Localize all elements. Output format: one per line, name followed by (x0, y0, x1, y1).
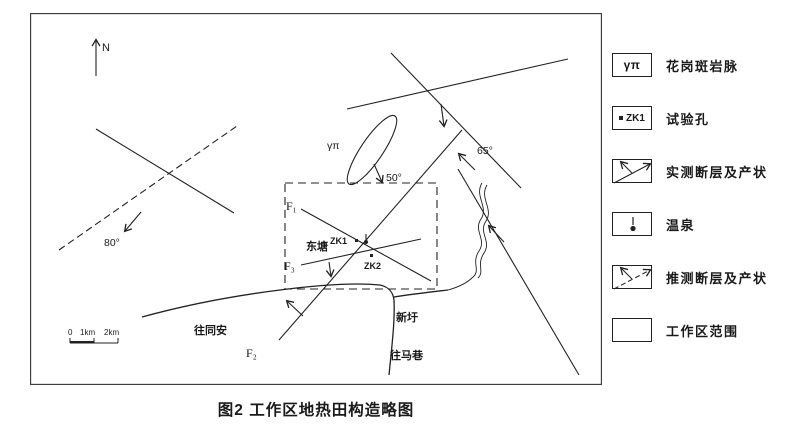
legend-item-hot-spring: 温泉 (612, 212, 808, 236)
legend: γπ 花岗斑岩脉 ZK1 试验孔 实测断层及产状 (612, 53, 808, 371)
xinxu-label: 新圩 (396, 310, 418, 324)
test-borehole-symbol: ZK1 (612, 106, 652, 130)
dip-arrow-80 (125, 211, 142, 231)
fault-line-top-cross (390, 52, 522, 189)
legend-item-work-area: 工作区范围 (612, 318, 808, 342)
legend-label-work-area: 工作区范围 (666, 323, 739, 339)
fault-f1-label: F₁ (286, 199, 297, 213)
borehole-dot-icon (619, 116, 624, 120)
legend-item-inferred-fault: 推测断层及产状 (612, 265, 808, 290)
river-bank-line (447, 182, 484, 291)
fault-f2-label: F₂ (246, 346, 257, 360)
measured-fault-left-line (95, 128, 235, 214)
fault-f3-dip-arrow (329, 261, 331, 276)
scale-fill-segment (70, 341, 94, 343)
figure-caption: 图2 工作区地热田构造略图 (217, 402, 415, 419)
legend-item-measured-fault: 实测断层及产状 (612, 159, 808, 184)
fault-f3-label: F₃ (284, 259, 295, 273)
river (447, 182, 489, 291)
granite-dike-symbol: γπ (612, 53, 652, 77)
dip-label-80: 80° (104, 237, 120, 249)
map-frame (30, 13, 602, 385)
scale-label-1km: 1km (80, 328, 95, 337)
measured-fault-arrow-icon (613, 157, 656, 184)
legend-item-test-borehole: ZK1 试验孔 (612, 106, 808, 130)
inferred-fault-arrow-icon (613, 263, 656, 290)
scale-bar: 0 1km 2km (68, 328, 119, 344)
fault-f2-dip-arrow (287, 301, 304, 317)
map-canvas: N 80° 65° γπ 50° F₁ (30, 13, 602, 385)
road-branch (393, 289, 449, 298)
legend-label-measured-fault: 实测断层及产状 (666, 164, 768, 180)
fault-f2-line (278, 129, 463, 341)
work-area-rect (284, 182, 438, 290)
dip-label-65: 65° (477, 145, 493, 157)
zk1-label: ZK1 (330, 236, 347, 246)
road-path (141, 283, 395, 376)
legend-label-inferred-fault: 推测断层及产状 (666, 270, 768, 286)
legend-item-granite-dike: γπ 花岗斑岩脉 (612, 53, 808, 77)
legend-label-hot-spring: 温泉 (666, 217, 696, 233)
legend-label-test-borehole: 试验孔 (666, 111, 710, 127)
dip-arrow-65 (459, 154, 476, 171)
dongtang-label: 东塘 (306, 239, 328, 253)
dip-arrow-top (441, 103, 444, 126)
inferred-fault-left-line (58, 125, 238, 251)
granite-dike-symbol-text: γπ (623, 58, 641, 72)
scale-label-2km: 2km (104, 328, 119, 337)
dip-arrow-right (489, 226, 505, 243)
dip-arrow-50 (373, 163, 382, 182)
maxiang-label: 往马巷 (390, 348, 424, 362)
zk2-label: ZK2 (364, 261, 381, 271)
north-label: N (102, 42, 110, 54)
hot-spring-symbol (612, 212, 652, 236)
dip-label-50: 50° (386, 172, 402, 184)
fault-line-top (346, 58, 569, 110)
tongan-label: 往同安 (194, 323, 227, 337)
hot-spring-marker (364, 240, 368, 244)
legend-label-granite-dike: 花岗斑岩脉 (666, 58, 739, 74)
test-borehole-symbol-text: ZK1 (626, 112, 645, 124)
zk1-marker (355, 239, 358, 242)
granite-dike-ellipse (346, 114, 398, 186)
hot-spring-icon (630, 217, 636, 232)
scale-label-0: 0 (68, 328, 73, 337)
measured-fault-symbol (612, 159, 652, 184)
granite-dike-label: γπ (327, 140, 340, 152)
inferred-fault-symbol (612, 265, 652, 290)
zk2-marker (370, 254, 373, 257)
fault-f1-line (300, 208, 432, 282)
fault-f3-line (300, 238, 422, 266)
work-area-symbol (612, 318, 652, 342)
fault-line-right (457, 168, 580, 376)
river-bank-line (477, 184, 489, 279)
